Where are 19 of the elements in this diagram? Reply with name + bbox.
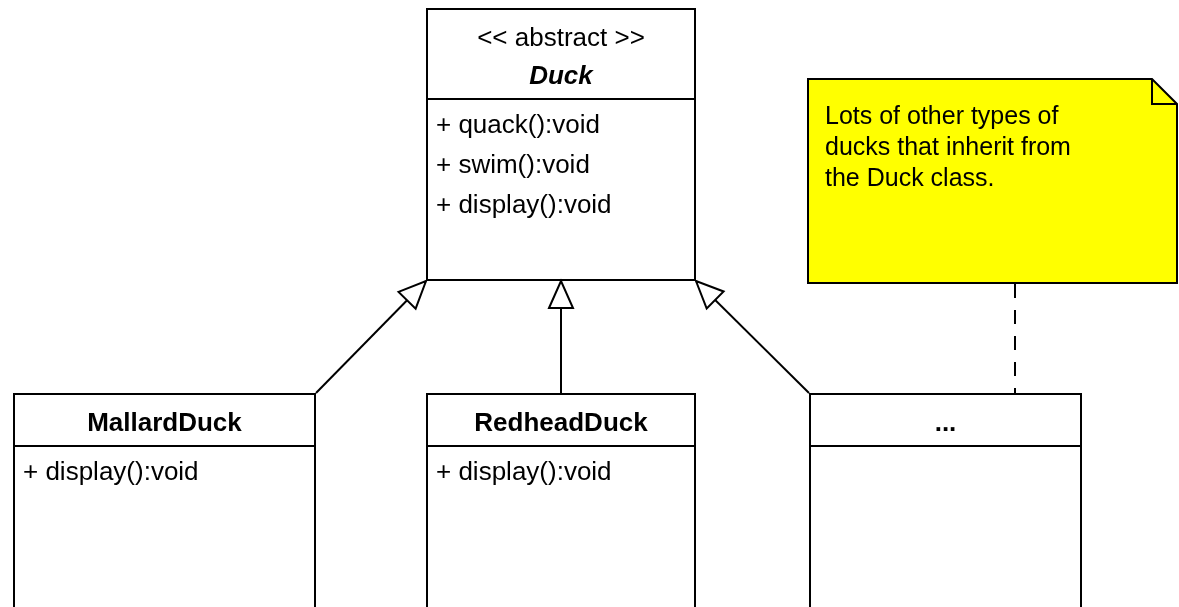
note-text: Lots of other types of ducks that inherit from the Duck class. (825, 100, 1072, 193)
inheritance-arrow (315, 280, 427, 394)
method-label: + quack():void (436, 108, 601, 141)
class-box (426, 393, 696, 607)
class-box (426, 8, 696, 281)
method-label: + display():void (23, 455, 199, 488)
method-label: + swim():void (436, 148, 590, 181)
class-box (13, 393, 316, 607)
inheritance-arrow (548, 280, 574, 394)
inheritance-arrow (695, 280, 810, 394)
stereotype-label: << abstract >> (477, 21, 645, 54)
dashed-connector (1014, 283, 1016, 394)
class-name: MallardDuck (87, 406, 242, 439)
method-label: + display():void (436, 455, 612, 488)
class-name: Duck (529, 59, 593, 92)
class-box (809, 393, 1082, 607)
class-name: ... (934, 406, 957, 439)
method-label: + display():void (436, 188, 612, 221)
class-name: RedheadDuck (474, 406, 648, 439)
